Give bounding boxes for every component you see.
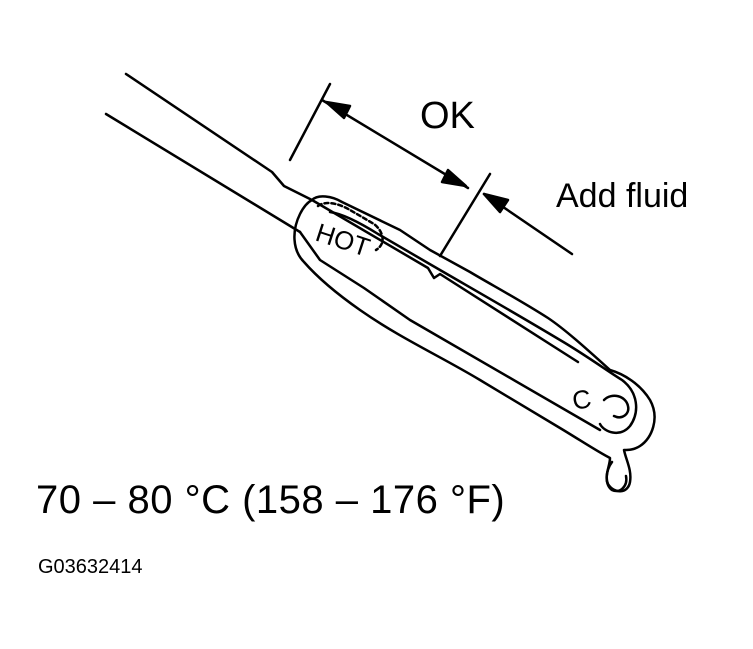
fluid-drip [605, 460, 628, 493]
dipstick-shaft-upper-edge [124, 72, 314, 202]
ok-arrow-right [440, 168, 468, 188]
ok-label: OK [420, 95, 475, 137]
temperature-range-caption: 70 – 80 °C (158 – 176 °F) [36, 478, 506, 522]
add-fluid-extension-line [438, 172, 492, 258]
fluid-inner-contour [328, 210, 638, 434]
figure-id: G03632414 [38, 556, 143, 578]
add-fluid-arrow [482, 192, 510, 214]
c-mark-loop [602, 394, 630, 419]
ok-arrow-left [324, 100, 352, 120]
cold-mark-label: C [570, 383, 594, 416]
dipstick-shaft-lower-edge [104, 112, 302, 234]
dipstick-inner-edge [310, 198, 580, 364]
hot-range-outline [316, 201, 384, 252]
fluid-coating-outline [293, 195, 656, 493]
dipstick-lower-inner-edge [298, 230, 602, 432]
hot-mark-label: HOT [312, 217, 374, 263]
ok-upper-extension-line [288, 82, 332, 162]
add-fluid-label: Add fluid [556, 177, 688, 215]
